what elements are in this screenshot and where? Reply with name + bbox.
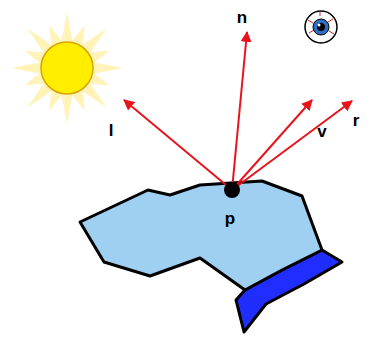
vector-label: v — [317, 123, 326, 140]
vectors — [124, 32, 352, 190]
sun-rays — [11, 12, 123, 124]
eye-ball — [305, 11, 337, 43]
surface-point — [224, 182, 240, 198]
eye-veins — [308, 12, 334, 34]
normal-vector — [232, 32, 247, 190]
surface-patch — [80, 181, 342, 332]
view-vector — [232, 100, 312, 190]
point-label: p — [225, 210, 235, 227]
eye-glint — [318, 24, 321, 27]
eye-symbol — [305, 11, 337, 43]
sun-disc — [41, 42, 93, 94]
eye-iris — [313, 19, 329, 35]
reflect-vector — [232, 101, 352, 190]
sun-symbol — [11, 12, 123, 124]
vector-label: r — [353, 112, 360, 129]
vector-label: l — [109, 122, 114, 139]
light-vector — [124, 100, 232, 190]
vector-label: n — [237, 9, 247, 26]
surface-top — [80, 181, 322, 290]
eye-pupil — [317, 23, 325, 31]
